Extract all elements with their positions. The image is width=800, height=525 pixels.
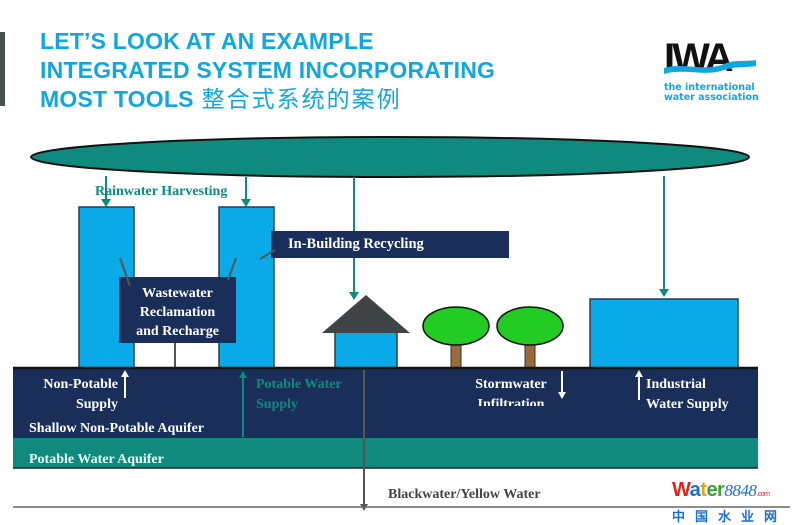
- watermark-letter-a: a: [689, 479, 701, 501]
- non-potable-arrow-head: [121, 370, 129, 377]
- wave-icon: [664, 60, 756, 74]
- title-line-3-en: MOST TOOLS: [40, 86, 194, 112]
- tree-2-trunk: [524, 343, 536, 369]
- slide-title: LET’S LOOK AT AN EXAMPLE INTEGRATED SYST…: [40, 27, 495, 114]
- watermark-letter-w: W: [672, 479, 690, 501]
- tree-1-trunk: [450, 343, 462, 369]
- wastewater-line-3: and Recharge: [136, 324, 219, 339]
- stormwater-line-2: Infiltration: [477, 397, 545, 406]
- non-potable-supply-label: Non-Potable Supply: [28, 375, 118, 415]
- title-chinese: 整合式系统的案例: [201, 86, 402, 112]
- industrial-water-supply-label: Industrial Water Supply: [646, 375, 729, 415]
- stormwater-infiltration-label: Stormwater Infiltration: [468, 375, 554, 406]
- title-line-1: LET’S LOOK AT AN EXAMPLE: [40, 28, 374, 54]
- industrial-supply-arrow-head: [635, 370, 643, 377]
- title-line-2: INTEGRATED SYSTEM INCORPORATING: [40, 57, 496, 83]
- industrial-line-1: Industrial: [646, 377, 706, 392]
- potable-aquifer-label: Potable Water Aquifer: [29, 452, 164, 467]
- rain-arrow-house-head: [349, 292, 359, 300]
- water8848-watermark: Water8848.com 中国水业网: [672, 480, 787, 525]
- wastewater-line-1: Wastewater: [142, 286, 213, 301]
- potable-water-supply-label: Potable Water Supply: [256, 375, 342, 415]
- potable-supply-line-2: Supply: [256, 397, 299, 412]
- watermark-letters-er: er: [706, 479, 725, 501]
- wastewater-pointer-left: [119, 257, 131, 287]
- tree-1-canopy: [422, 306, 490, 346]
- industrial-line-2: Water Supply: [646, 397, 729, 412]
- house-roof: [322, 295, 410, 333]
- shallow-aquifer-band: [13, 368, 758, 438]
- stormwater-line-1: Stormwater: [475, 377, 547, 392]
- watermark-wordmark: Water8848.com: [672, 480, 787, 505]
- wastewater-box: [119, 277, 236, 343]
- cloud-ellipse: [30, 136, 750, 178]
- wastewater-pointer-right: [227, 257, 237, 281]
- blackwater-label: Blackwater/Yellow Water: [388, 487, 541, 502]
- slide-accent-bar: [0, 32, 5, 106]
- watermark-suffix: .com: [756, 491, 770, 498]
- rain-arrow-industrial-head: [659, 289, 669, 297]
- title-line-3: MOST TOOLS 整合式系统的案例: [40, 85, 495, 114]
- wastewater-line-2: Reclamation: [139, 305, 216, 320]
- non-potable-line-1: Non-Potable: [43, 377, 118, 392]
- logo-line-2: water association: [664, 92, 759, 103]
- rain-arrow-1-head: [101, 199, 111, 207]
- rain-arrow-2-head: [241, 199, 251, 207]
- iwa-logo: IWA the international water association: [664, 36, 764, 103]
- recycling-pointer: [259, 249, 276, 260]
- watermark-letter-t: t: [700, 479, 707, 501]
- stormwater-arrow-head: [558, 392, 566, 399]
- industrial-building: [589, 298, 739, 369]
- watermark-number: 8848: [724, 481, 757, 500]
- potable-supply-line-1: Potable Water: [256, 377, 342, 392]
- non-potable-line-2: Supply: [75, 397, 118, 412]
- in-building-recycling-box: [271, 231, 509, 258]
- tree-2-canopy: [496, 306, 564, 346]
- rainwater-harvesting-label: Rainwater Harvesting: [95, 184, 228, 199]
- in-building-recycling-label: In-Building Recycling: [288, 236, 424, 252]
- house-body: [334, 331, 398, 369]
- watermark-chinese: 中国水业网: [672, 510, 788, 525]
- potable-aquifer-band: [13, 438, 758, 468]
- iwa-logo-mark: IWA: [664, 36, 756, 80]
- shallow-aquifer-label: Shallow Non-Potable Aquifer: [29, 421, 205, 436]
- potable-supply-arrow-head: [239, 371, 247, 378]
- wastewater-reclamation-label: Wastewater Reclamation and Recharge: [119, 284, 236, 341]
- logo-line-1: the international: [664, 82, 755, 93]
